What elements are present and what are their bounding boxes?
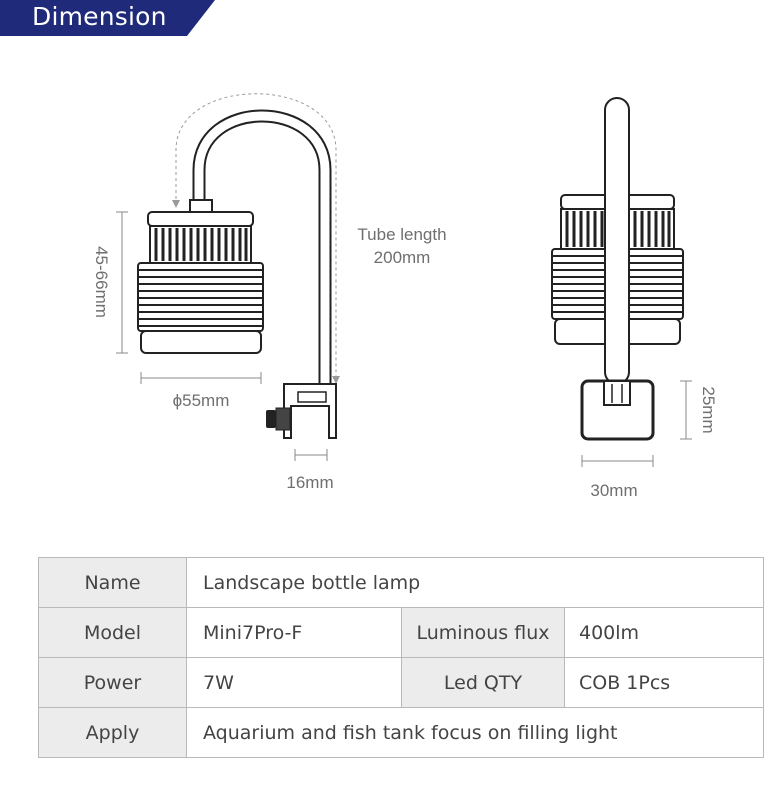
spec-value-led-qty: COB 1Pcs xyxy=(564,657,764,708)
spec-label-name: Name xyxy=(38,557,187,608)
diameter-label: ϕ55mm xyxy=(173,391,230,410)
spec-label-model: Model xyxy=(38,607,187,658)
section-title: Dimension xyxy=(32,2,167,31)
spec-value-model: Mini7Pro-F xyxy=(186,607,402,658)
left-dimension-lines xyxy=(116,211,328,461)
dimension-drawing: 45-66mm ϕ55mm Tube length 200mm 16mm xyxy=(92,93,718,500)
table-row: Power 7W Led QTY COB 1Pcs xyxy=(38,657,764,708)
spec-value-luminous-flux: 400lm xyxy=(564,607,764,658)
spec-label-power: Power xyxy=(38,657,187,708)
spec-label-apply: Apply xyxy=(38,707,187,758)
spec-value-name: Landscape bottle lamp xyxy=(186,557,764,608)
tube-length-value: 200mm xyxy=(374,248,431,267)
tube-length-label: Tube length xyxy=(357,225,446,244)
lamp-side-view xyxy=(137,93,340,439)
spec-value-power: 7W xyxy=(186,657,402,708)
clamp-height-label: 25mm xyxy=(699,386,718,433)
table-row: Model Mini7Pro-F Luminous flux 400lm xyxy=(38,607,764,658)
table-row: Name Landscape bottle lamp xyxy=(38,557,764,608)
lamp-front-view xyxy=(551,97,684,441)
height-range-label: 45-66mm xyxy=(92,246,111,318)
table-row: Apply Aquarium and fish tank focus on fi… xyxy=(38,707,764,758)
tube-length-guide xyxy=(175,93,337,382)
spec-table: Name Landscape bottle lamp Model Mini7Pr… xyxy=(38,557,764,758)
spec-label-luminous-flux: Luminous flux xyxy=(401,607,565,658)
header-banner-shape xyxy=(0,0,215,36)
spec-value-apply: Aquarium and fish tank focus on filling … xyxy=(186,707,764,758)
clamp-width-label: 30mm xyxy=(590,481,637,500)
right-dimension-lines xyxy=(581,380,692,467)
clip-width-label: 16mm xyxy=(286,473,333,492)
section-header: Dimension xyxy=(0,0,215,36)
spec-label-led-qty: Led QTY xyxy=(401,657,565,708)
